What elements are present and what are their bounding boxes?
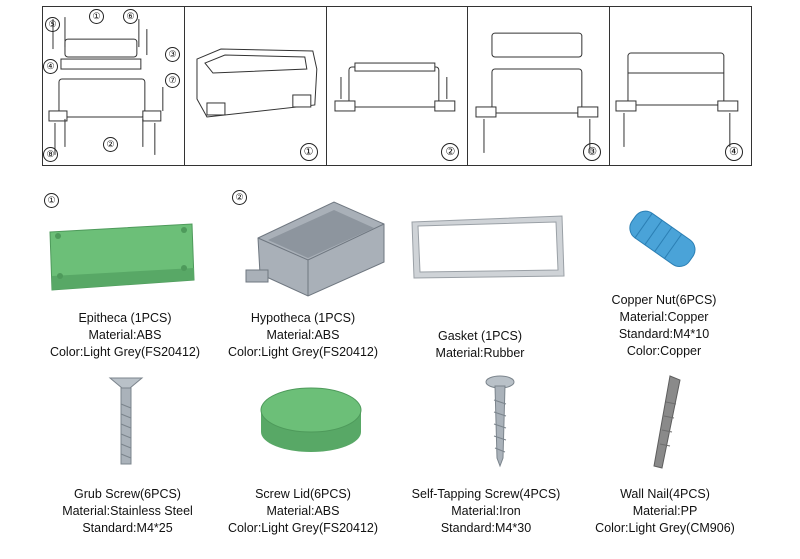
part-name: Grub Screw(6PCS) (74, 487, 181, 501)
callout-7: ⑦ (165, 73, 180, 88)
step-2-drawing (334, 62, 455, 112)
step-1-panel: ① (185, 7, 327, 165)
part-material: Material:Copper (619, 310, 709, 324)
part-name: Screw Lid(6PCS) (255, 487, 351, 501)
part-material: Material:Iron (451, 504, 521, 518)
step-3-drawing (475, 32, 599, 153)
part-color: Color:Light Grey(FS20412) (227, 345, 379, 359)
part-name: Copper Nut(6PCS) (611, 293, 717, 307)
part-material: Material:ABS (266, 328, 340, 342)
grub-screw-image (108, 377, 144, 465)
gasket-image (411, 215, 565, 279)
hypotheca-marker: ② (232, 190, 247, 205)
part-color: Color:Light Grey(FS20412) (227, 521, 379, 535)
callout-8: ⑧ (43, 147, 58, 162)
gasket-spec: Gasket (1PCS) Material:Rubber (400, 328, 560, 362)
part-standard: Standard:M4*25 (82, 521, 173, 535)
callout-2: ② (103, 137, 118, 152)
exploded-view-panel: ① ⑤ ⑥ ③ ④ ⑦ ② ⑧ (43, 7, 185, 165)
epitheca-marker: ① (44, 193, 59, 208)
grub-screw-spec: Grub Screw(6PCS) Material:Stainless Stee… (40, 486, 215, 537)
callout-4: ④ (43, 59, 58, 74)
step-4-number: ④ (724, 143, 743, 161)
part-material: Material:Rubber (435, 346, 525, 360)
callout-6: ⑥ (123, 9, 138, 24)
step-3-panel: ③ (468, 7, 611, 165)
self-tapping-screw-spec: Self-Tapping Screw(4PCS) Material:Iron S… (396, 486, 576, 537)
screw-lid-spec: Screw Lid(6PCS) Material:ABS Color:Light… (218, 486, 388, 537)
copper-nut-spec: Copper Nut(6PCS) Material:Copper Standar… (584, 292, 744, 360)
part-color: Color:Copper (626, 344, 702, 358)
self-tapping-screw-image (485, 375, 515, 468)
step-2-panel: ② (327, 7, 469, 165)
part-name: Self-Tapping Screw(4PCS) (411, 487, 561, 501)
epitheca-image (49, 223, 195, 291)
part-color: Color:Light Grey(FS20412) (49, 345, 201, 359)
hypotheca-image (245, 201, 385, 297)
part-name: Wall Nail(4PCS) (620, 487, 710, 501)
callout-1: ① (89, 9, 104, 24)
step-4-drawing (615, 52, 739, 147)
step-1-number: ① (299, 143, 318, 161)
part-material: Material:ABS (88, 328, 162, 342)
wall-nail-spec: Wall Nail(4PCS) Material:PP Color:Light … (580, 486, 750, 537)
screw-lid-image (260, 387, 362, 452)
part-material: Material:ABS (266, 504, 340, 518)
step-2-number: ② (441, 143, 460, 161)
part-material: Material:Stainless Steel (62, 504, 193, 518)
callout-3: ③ (165, 47, 180, 62)
epitheca-spec: Epitheca (1PCS) Material:ABS Color:Light… (40, 310, 210, 361)
callout-5: ⑤ (45, 17, 60, 32)
step-3-number: ③ (583, 143, 602, 161)
assembly-diagram: ① ⑤ ⑥ ③ ④ ⑦ ② ⑧ ① ② (42, 6, 752, 166)
part-color: Color:Light Grey(CM906) (595, 521, 735, 535)
part-standard: Standard:M4*10 (618, 327, 710, 341)
step-4-panel: ④ (610, 7, 751, 165)
hypotheca-spec: Hypotheca (1PCS) Material:ABS Color:Ligh… (218, 310, 388, 361)
copper-nut-image (629, 210, 696, 267)
part-name: Hypotheca (1PCS) (250, 311, 356, 325)
part-name: Epitheca (1PCS) (78, 311, 172, 325)
part-standard: Standard:M4*30 (440, 521, 532, 535)
wall-nail-image (653, 375, 681, 469)
part-name: Gasket (1PCS) (437, 329, 523, 343)
step-1-drawing (196, 48, 318, 118)
part-material: Material:PP (632, 504, 698, 518)
